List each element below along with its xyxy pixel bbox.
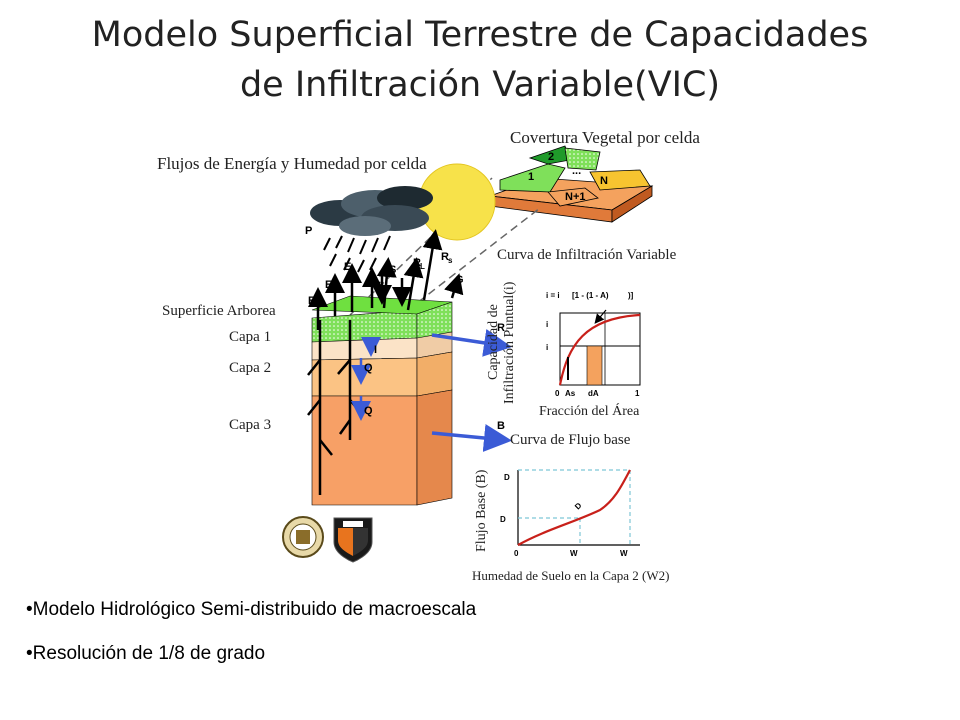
baseflow-arrow — [431, 424, 512, 452]
caption-layer-3: Capa 3 — [229, 417, 272, 433]
title-line-1: Modelo Superficial Terrestre de Capacida… — [91, 15, 869, 55]
flux-label-rs: R — [441, 251, 449, 263]
infil-equation-b: [1 - (1 - A) — [572, 291, 609, 300]
base-dm: D — [504, 473, 510, 482]
caption-layer-2: Capa 2 — [229, 360, 272, 376]
flux-label-q1: Q — [364, 362, 373, 374]
infil-da: dA — [588, 389, 599, 398]
base-zero: 0 — [514, 549, 519, 558]
flux-sub-ec: c — [351, 267, 356, 276]
flux-label-b: B — [497, 420, 505, 432]
title-line-2: de Infiltración Variable(VIC) — [239, 65, 721, 105]
infiltration-curve-plot: i = i [1 - (1 - A) )] i i 0 1 As dA — [546, 291, 641, 398]
rain-lines — [323, 235, 391, 273]
flux-label-q2: Q — [364, 405, 373, 417]
caption-infiltration-curve: Curva de Infiltración Variable — [497, 247, 677, 263]
base-w2c: W — [620, 549, 628, 558]
university-shield-icon — [333, 517, 373, 563]
infil-equation-a: i = i — [546, 291, 560, 300]
caption-layer-1: Capa 1 — [229, 329, 272, 345]
infil-xlabel: Fracción del Área — [539, 404, 640, 419]
soil-column — [311, 295, 453, 506]
base-wsw2c: W — [570, 549, 578, 558]
infil-im: i — [546, 320, 548, 329]
base-ylabel: Flujo Base (B) — [474, 469, 489, 552]
bullet-text: Resolución de 1/8 de grado — [32, 643, 266, 664]
flux-sub-et: t — [332, 284, 335, 293]
infiltration-curve-line — [558, 313, 641, 386]
downward-flux-arrows — [372, 272, 412, 307]
infil-one: 1 — [635, 389, 640, 398]
flux-label-s: S — [389, 264, 396, 276]
tile-label-n: N — [600, 175, 608, 187]
tile-label-n1: N+1 — [565, 191, 586, 203]
flux-label-g: G — [455, 274, 464, 286]
flux-label-p: P — [305, 225, 312, 237]
flux-label-er: E — [308, 295, 315, 307]
cloud-icon — [310, 186, 433, 236]
tile-label-2: 2 — [548, 151, 554, 163]
vegetation-tiles: 2 1 ... N N+1 — [489, 145, 654, 223]
flux-label-ec: E — [344, 261, 351, 273]
infil-ylabel-2: Infiltración Puntual(i) — [502, 281, 517, 404]
tile-label-dots: ... — [572, 165, 581, 177]
base-xlabel: Humedad de Suelo en la Capa 2 (W2) — [472, 568, 670, 583]
bullet-item: •Resolución de 1/8 de grado — [26, 643, 266, 664]
bullet-text: Modelo Hidrológico Semi-distribuido de m… — [32, 599, 477, 620]
runoff-arrow — [431, 329, 512, 357]
infil-ylabel-1: Capacidad de — [486, 304, 501, 380]
tree-roots — [307, 320, 363, 495]
infil-equation-c: )] — [628, 291, 634, 300]
flux-label-rl: R — [413, 257, 421, 269]
bullet-item: •Modelo Hidrológico Semi-distribuido de … — [26, 599, 477, 620]
caption-baseflow-curve: Curva de Flujo base — [510, 432, 631, 448]
baseflow-curve-plot: D D 0 W W D — [500, 469, 640, 558]
page-title: Modelo Superficial Terrestre de Capacida… — [0, 10, 960, 110]
flux-sub-er: r — [315, 300, 318, 309]
flux-label-l: L — [374, 274, 381, 286]
base-dsdm: D — [500, 515, 506, 524]
infil-i0: i — [546, 343, 548, 352]
tile-label-1: 1 — [528, 171, 534, 183]
flux-sub-rl: L — [420, 262, 425, 271]
infil-zero: 0 — [555, 389, 560, 398]
flux-label-r: R — [497, 322, 505, 334]
projection-line-right — [407, 207, 541, 311]
caption-canopy: Superficie Arborea — [162, 303, 276, 319]
base-ratio: D — [573, 501, 584, 512]
infil-as: As — [565, 389, 576, 398]
flux-label-et: E — [325, 279, 332, 291]
flux-label-i: I — [374, 344, 377, 356]
caption-fluxes: Flujos de Energía y Humedad por celda — [157, 154, 427, 173]
infiltration-arrows — [351, 337, 381, 421]
baseflow-curve-line — [517, 469, 631, 546]
caption-vegetation: Covertura Vegetal por celda — [510, 128, 700, 147]
university-seal-icon — [282, 516, 324, 558]
flux-sub-rs: s — [448, 256, 453, 265]
